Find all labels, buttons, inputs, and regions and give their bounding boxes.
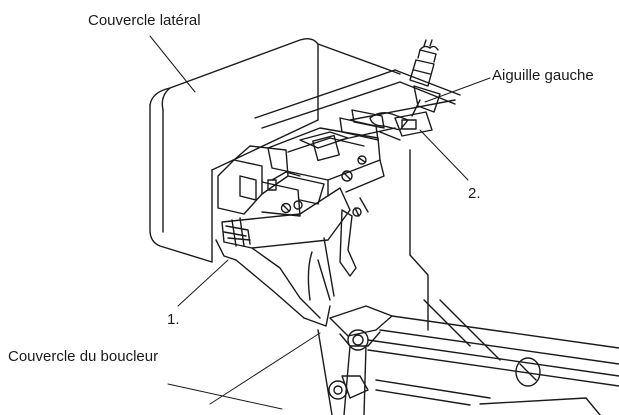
- callout-2: 2.: [468, 185, 481, 202]
- leader-left-needle: [424, 77, 491, 103]
- leader-lines: [149, 35, 491, 410]
- leader-looper-cover-b: [167, 383, 283, 410]
- side-cover: [149, 37, 319, 263]
- upper-looper-block: [217, 145, 325, 217]
- thread-guide-lever: [339, 197, 369, 277]
- presser-foot: [267, 109, 385, 197]
- looper-cover: [317, 299, 619, 415]
- leader-side-cover: [149, 35, 196, 93]
- label-side-cover: Couvercle latéral: [88, 12, 201, 29]
- leader-callout-1: [177, 259, 229, 307]
- label-left-needle: Aiguille gauche: [492, 67, 594, 84]
- needle-plate: [369, 111, 433, 141]
- lower-looper-assembly: [215, 187, 351, 327]
- needle-clamp: [409, 39, 441, 117]
- leader-looper-cover-a: [209, 332, 321, 405]
- callout-1: 1.: [167, 311, 180, 328]
- leader-callout-2: [419, 129, 469, 181]
- label-looper-cover: Couvercle du boucleur: [8, 348, 159, 365]
